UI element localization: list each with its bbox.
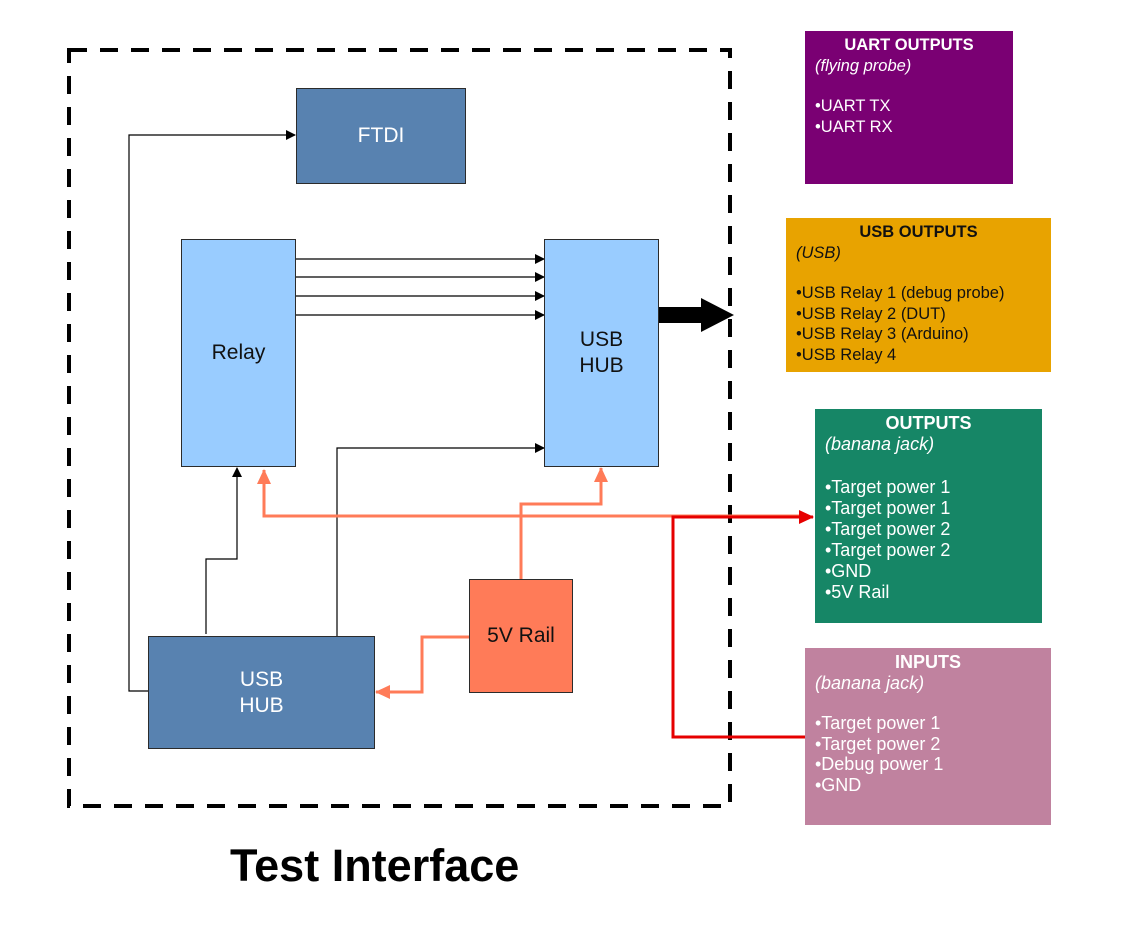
uart-outputs-list: •UART TX •UART RX [815, 96, 1003, 137]
relay-block: Relay [181, 239, 296, 467]
list-item: •UART RX [815, 117, 893, 136]
usb-hub-top-block: USB HUB [544, 239, 659, 467]
list-item: •Target power 1 [825, 477, 951, 497]
usb-output-arrow [651, 298, 734, 332]
list-item: •Target power 2 [825, 540, 951, 560]
list-item: •Target power 2 [825, 519, 951, 539]
list-item: •GND [815, 774, 862, 795]
banana-outputs-title: OUTPUTS [885, 413, 972, 433]
usb-hub-top-label: USB HUB [579, 328, 624, 377]
test-interface-boundary [67, 48, 732, 808]
connector-hub-to-relay [205, 467, 242, 634]
banana-inputs-subtitle: (banana jack) [815, 672, 925, 693]
uart-outputs-subtitle: (flying probe) [815, 56, 912, 75]
list-item: •USB Relay 2 (DUT) [796, 304, 946, 323]
list-item: •Target power 1 [825, 498, 951, 518]
list-item: •Debug power 1 [815, 754, 944, 774]
uart-outputs-title: UART OUTPUTS [844, 36, 974, 54]
list-item: •USB Relay 3 (Arduino) [796, 325, 969, 343]
banana-outputs-subtitle: (banana jack) [825, 434, 935, 454]
usb-outputs-panel: USB OUTPUTS (USB) •USB Relay 1 (debug pr… [786, 218, 1051, 372]
banana-outputs-panel: OUTPUTS (banana jack) •Target power 1 •T… [815, 409, 1042, 623]
power-line-to-usbhub [519, 467, 608, 579]
usb-hub-bottom-block: USB HUB [148, 636, 375, 749]
power-line-to-bottom-hub [375, 635, 469, 699]
list-item: •UART TX [815, 97, 891, 115]
banana-outputs-list: •Target power 1 •Target power 1 •Target … [825, 477, 1032, 603]
usb-outputs-list: •USB Relay 1 (debug probe) •USB Relay 2 … [796, 283, 1041, 365]
list-item: •USB Relay 4 [796, 345, 897, 364]
usb-outputs-subtitle: (USB) [796, 243, 841, 262]
banana-inputs-title: INPUTS [894, 652, 961, 672]
5v-rail-label: 5V Rail [487, 624, 555, 647]
usb-hub-bottom-label: USB HUB [239, 667, 284, 717]
usb-outputs-title: USB OUTPUTS [859, 223, 978, 241]
banana-inputs-list: •Target power 1 •Target power 2 •Debug p… [815, 713, 1041, 795]
red-line-inputs-to-outputs [671, 510, 814, 739]
list-item: •5V Rail [825, 582, 890, 602]
connector-hub-to-ftdi [128, 130, 296, 692]
relay-label: Relay [211, 341, 266, 364]
diagram-title: Test Interface [230, 840, 520, 891]
banana-inputs-panel: INPUTS (banana jack) •Target power 1 •Ta… [805, 648, 1051, 825]
ftdi-block: FTDI [296, 88, 466, 184]
list-item: •Target power 2 [815, 733, 941, 754]
list-item: •Target power 1 [815, 713, 941, 733]
list-item: •GND [825, 561, 872, 581]
power-line-to-relay [257, 469, 800, 518]
connector-hub-to-usbhub [336, 443, 545, 636]
5v-rail-block: 5V Rail [469, 579, 573, 693]
list-item: •USB Relay 1 (debug probe) [796, 284, 1005, 302]
ftdi-label: FTDI [357, 124, 405, 147]
uart-outputs-panel: UART OUTPUTS (flying probe) •UART TX •UA… [805, 31, 1013, 184]
